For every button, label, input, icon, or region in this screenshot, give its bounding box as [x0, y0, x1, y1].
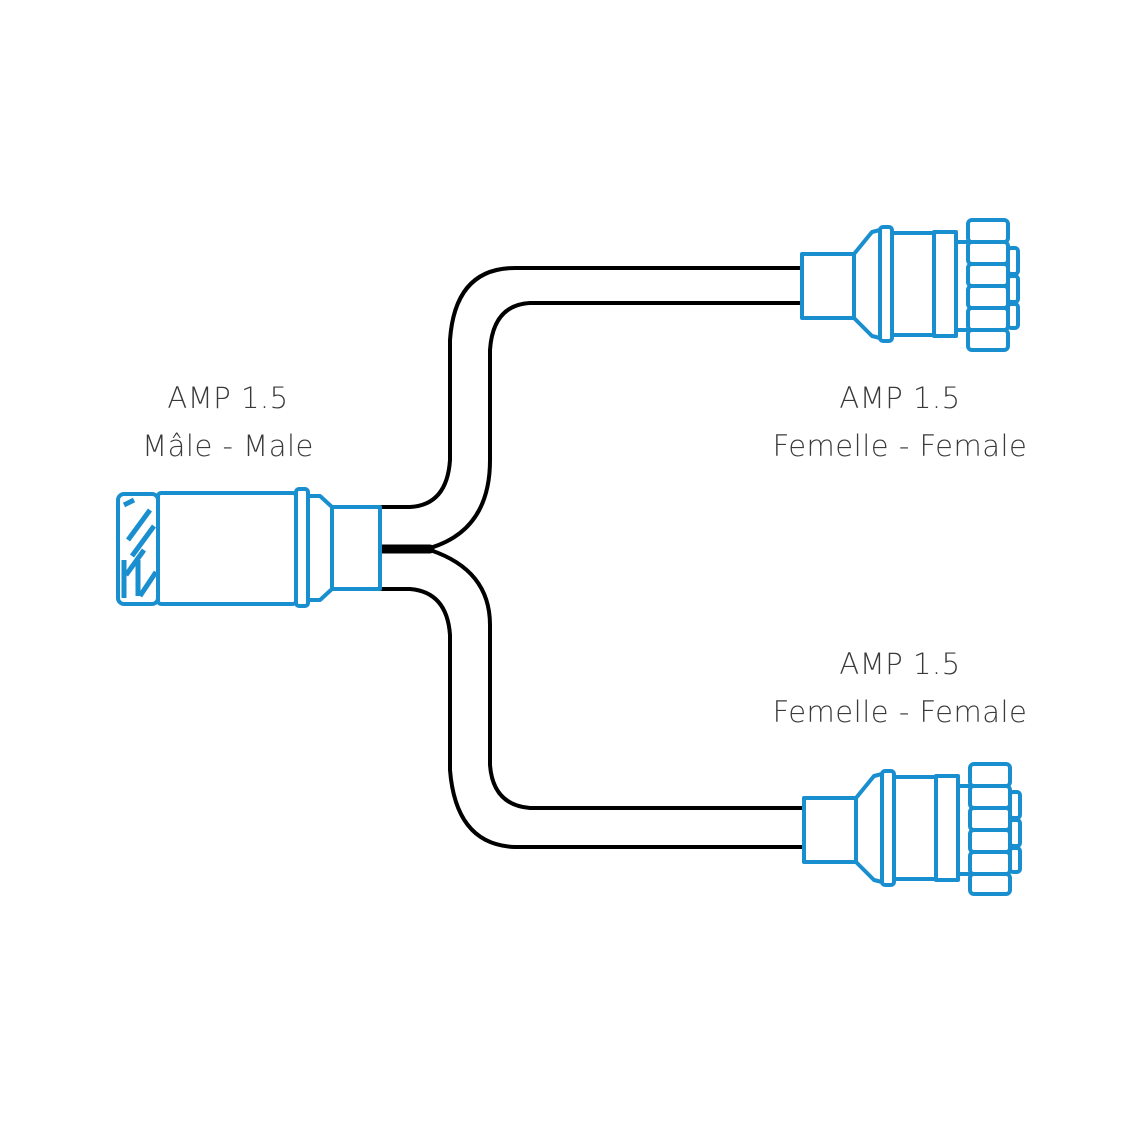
- female-connector-bottom: [802, 762, 1022, 896]
- female-connector-taper: [852, 228, 882, 340]
- female-connector-top: [800, 218, 1020, 352]
- cable-lower-inner: [428, 548, 804, 810]
- male-connector-type: AMP 1.5: [167, 381, 289, 415]
- female-connector-top-type: AMP 1.5: [839, 381, 961, 415]
- male-connector-knurl-pattern: [121, 497, 159, 598]
- male-connector: [116, 487, 382, 608]
- female-connector-ring-2: [932, 230, 958, 338]
- cable-upper-inner: [428, 301, 804, 550]
- female-connector-body: [892, 775, 938, 881]
- cable-lower-outer: [378, 587, 804, 849]
- male-connector-label: AMP 1.5 Mâle - Male: [78, 374, 378, 470]
- female-connector-nut: [956, 218, 1020, 352]
- female-connector-nut: [958, 762, 1022, 896]
- cable-upper-outer: [378, 266, 804, 509]
- male-connector-gender: Mâle - Male: [142, 429, 314, 463]
- male-connector-body: [156, 491, 298, 606]
- female-connector-sleeve: [802, 796, 858, 864]
- female-connector-sleeve: [800, 252, 856, 320]
- female-connector-taper: [854, 772, 884, 884]
- male-connector-taper: [306, 494, 334, 602]
- cable-harness: [375, 266, 804, 849]
- female-connector-top-gender: Femelle - Female: [772, 429, 1028, 463]
- male-connector-sleeve: [330, 505, 382, 591]
- female-connector-bottom-label: AMP 1.5 Femelle - Female: [720, 640, 1080, 736]
- female-connector-ring-2: [934, 774, 960, 882]
- female-connector-top-label: AMP 1.5 Femelle - Female: [720, 374, 1080, 470]
- female-connector-body: [890, 231, 936, 337]
- female-connector-bottom-type: AMP 1.5: [839, 647, 961, 681]
- female-connector-bottom-gender: Femelle - Female: [772, 695, 1028, 729]
